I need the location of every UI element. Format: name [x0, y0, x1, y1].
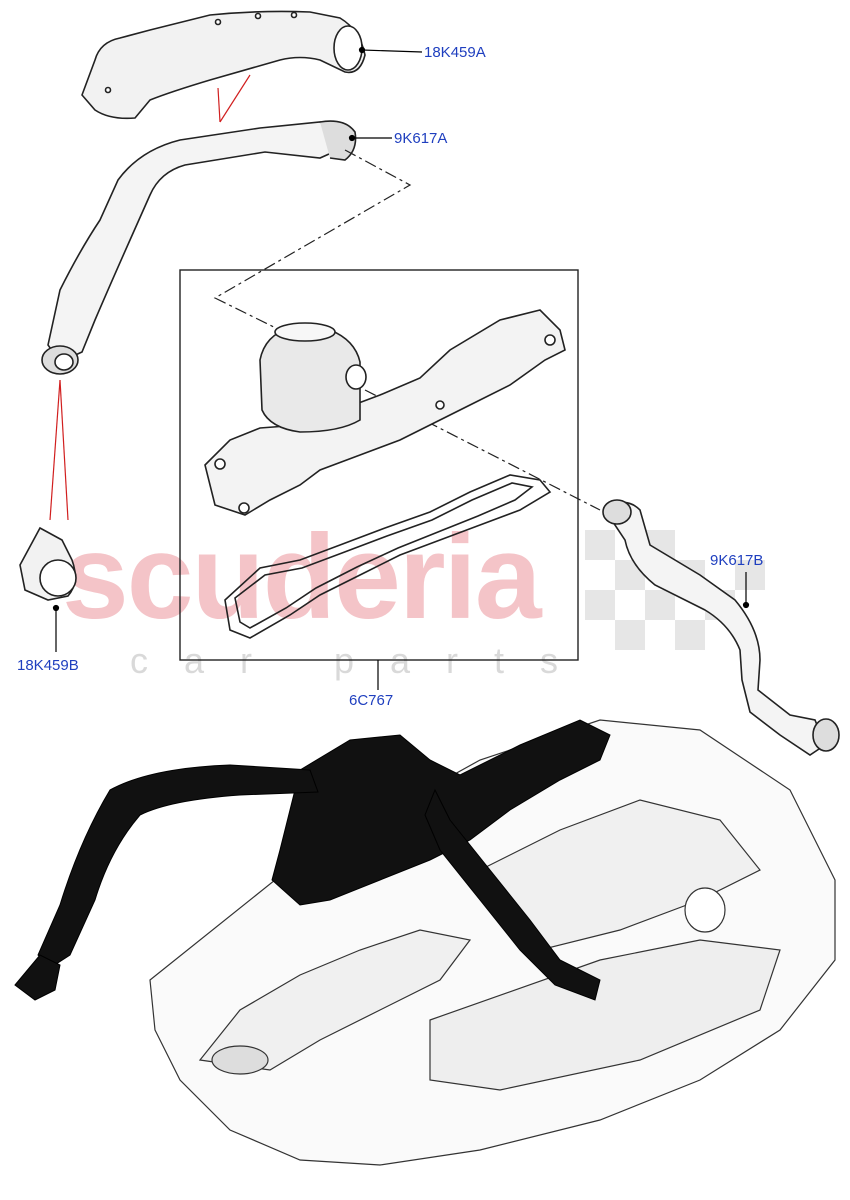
callout-18K459B[interactable]: 18K459B: [17, 657, 79, 674]
callout-9K617A[interactable]: 9K617A: [394, 130, 448, 147]
valve-cover: [204, 309, 566, 516]
kit-frame: [179, 269, 579, 661]
installed-parts: [14, 719, 611, 1001]
cylinder-head-assembly: [149, 719, 836, 1166]
hose-clip: [19, 526, 77, 601]
valve-cover-gasket: [224, 474, 552, 639]
assembly-lines: [49, 74, 251, 521]
hose-cover-upper: [81, 10, 366, 120]
alignment-lines: [213, 149, 601, 511]
callout-6C767[interactable]: 6C767: [349, 692, 394, 709]
hose-lower: [602, 499, 840, 756]
callout-9K617B[interactable]: 9K617B: [710, 552, 764, 569]
callout-18K459A[interactable]: 18K459A: [424, 44, 486, 61]
leader-lines: [52, 46, 750, 690]
